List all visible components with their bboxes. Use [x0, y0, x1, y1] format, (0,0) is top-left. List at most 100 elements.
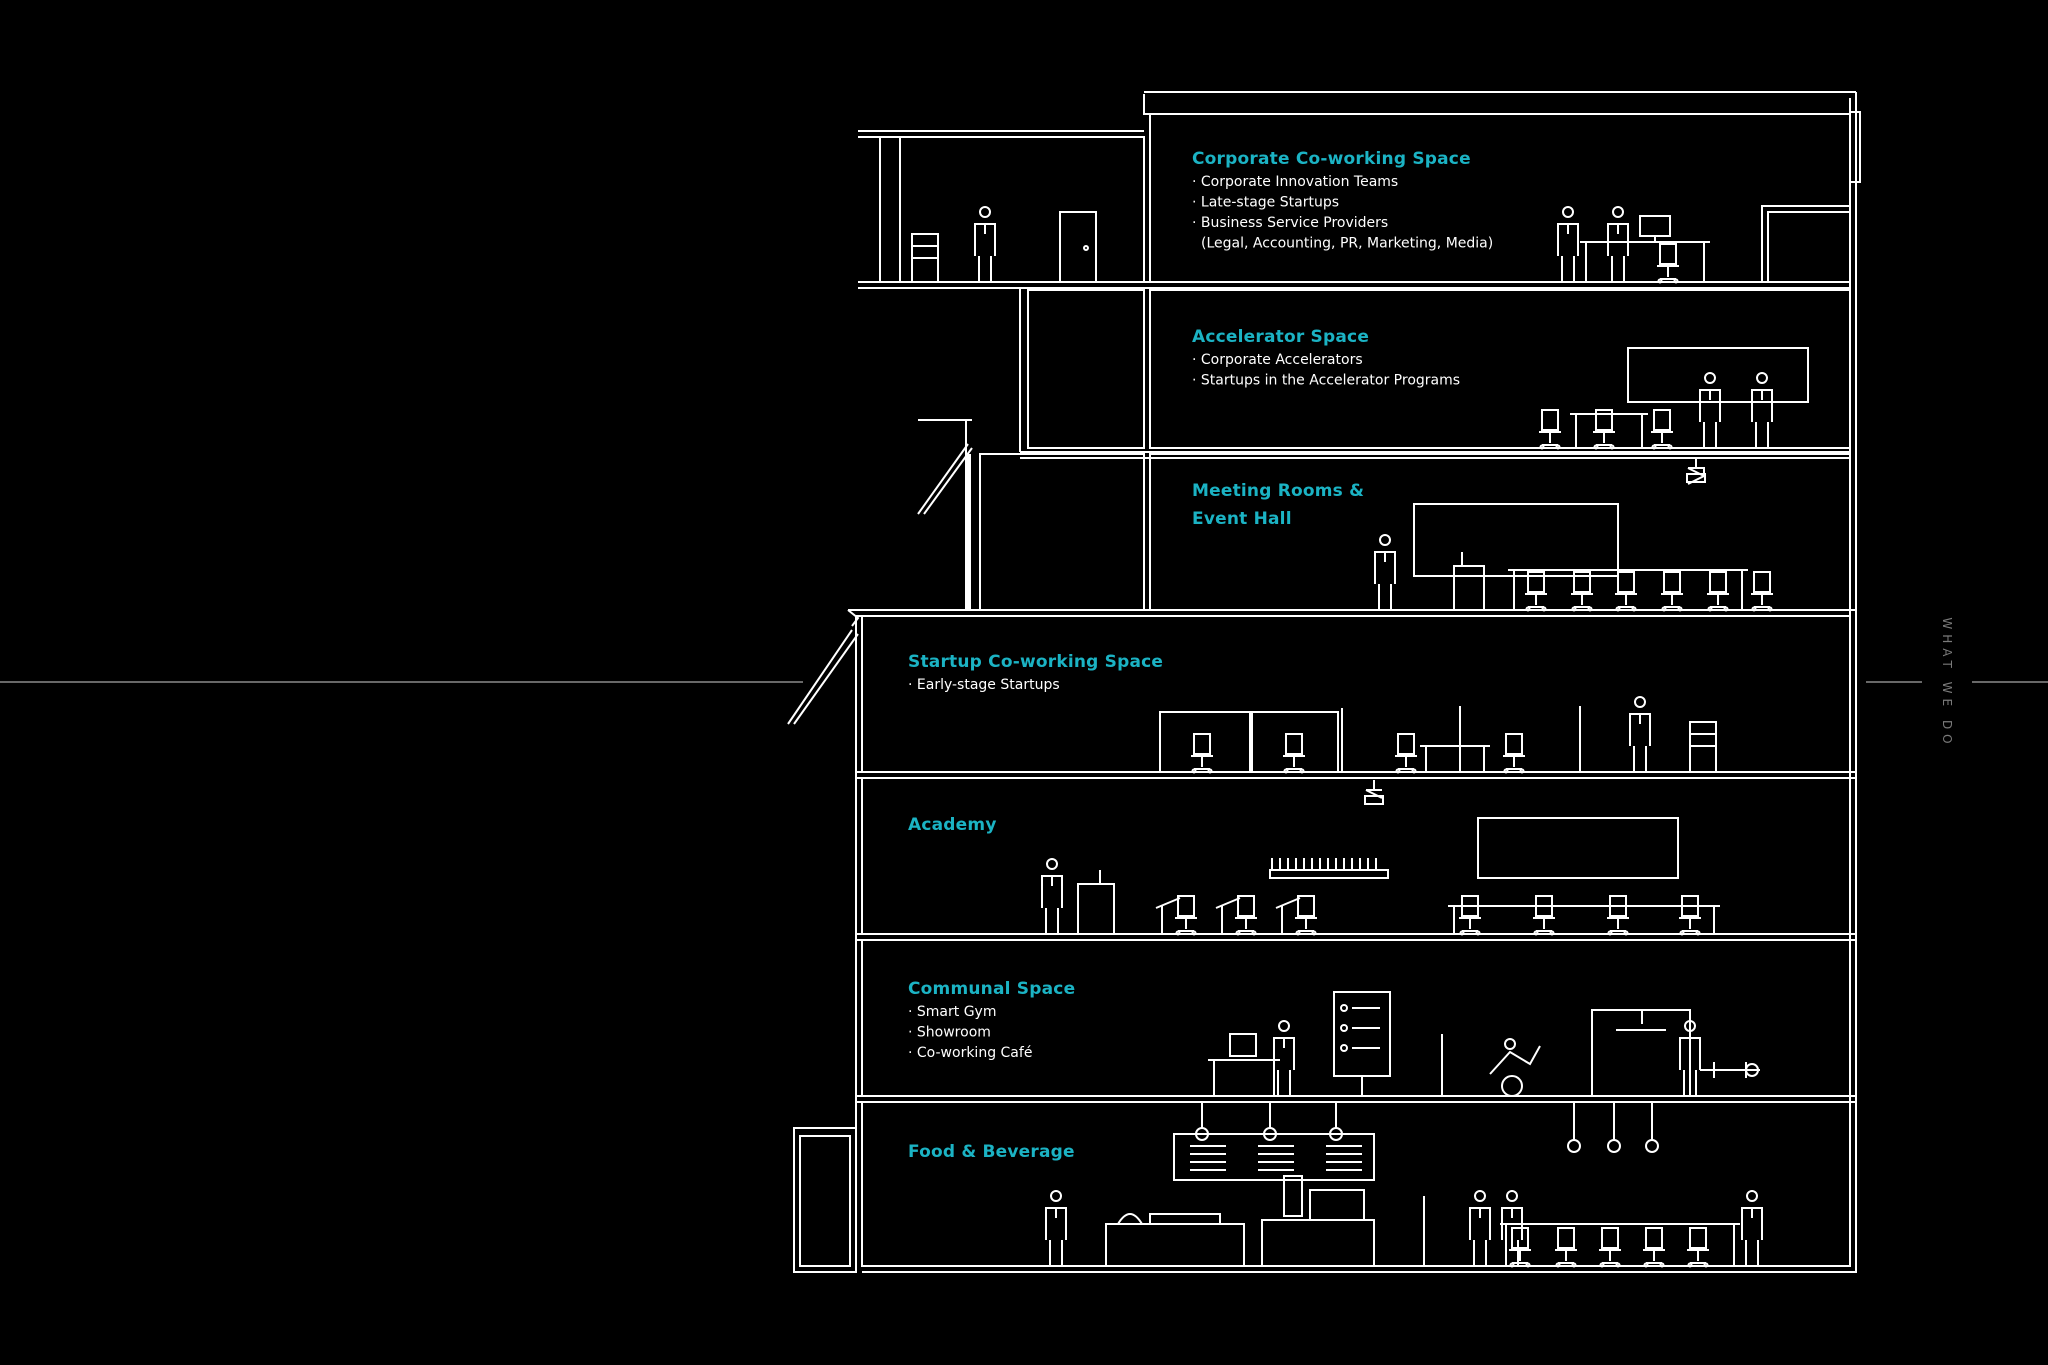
person-diner-1: [1469, 1190, 1491, 1266]
accelerator-room: [1149, 289, 1851, 449]
floor-heading-corporate: Corporate Co-working Space: [1192, 149, 1471, 169]
person-legs: [978, 256, 992, 282]
startup-chair-0: [1395, 733, 1417, 774]
person-legs: [1561, 256, 1575, 282]
chair-wheel: [1549, 930, 1555, 936]
food-room: [861, 1101, 1851, 1267]
chair-base: [1398, 756, 1414, 770]
door-knob: [1083, 245, 1089, 251]
communal-pole: [1438, 1034, 1446, 1097]
chair-wheel: [1659, 1262, 1665, 1268]
floor-item-corporate: · Corporate Innovation Teams: [1192, 174, 1398, 190]
chair-base: [1536, 918, 1552, 932]
meeting-side-room: [979, 453, 1145, 611]
chair-back: [1663, 571, 1681, 593]
chair-base: [1654, 432, 1670, 446]
chair-back: [1601, 1227, 1619, 1249]
chair-back: [1177, 895, 1195, 917]
floor-heading-accelerator: Accelerator Space: [1192, 327, 1369, 347]
meeting-chair-2: [1615, 571, 1637, 612]
chair-wheel: [1615, 606, 1621, 612]
chair-wheel: [1599, 1262, 1605, 1268]
copy-room: [879, 136, 1145, 283]
floor-item-accelerator: · Startups in the Accelerator Programs: [1192, 373, 1460, 389]
stair-bracket: [847, 609, 860, 627]
dining-chair-3: [1643, 1227, 1665, 1268]
chair-wheel: [1609, 444, 1615, 450]
chair-base: [1528, 594, 1544, 608]
chair-base: [1194, 756, 1210, 770]
chair-back: [1617, 571, 1635, 593]
startup-table: [1420, 745, 1490, 772]
startup-pole-3: [1576, 706, 1584, 773]
cubicle-frame: [1159, 711, 1251, 772]
accelerator-table: [1570, 413, 1648, 448]
stair-flight-upper: [917, 443, 973, 515]
startup-pole-1: [1338, 708, 1346, 773]
right-facade-detail: [1850, 111, 1861, 183]
meeting-chair-1: [1571, 571, 1593, 612]
chair-base: [1286, 756, 1302, 770]
communal-room: [861, 939, 1851, 1097]
student-desk-2: [1275, 897, 1301, 909]
floor-heading-meeting: Event Hall: [1192, 509, 1292, 529]
chair-wheel: [1533, 930, 1539, 936]
startup-pole-2: [1456, 706, 1464, 773]
floor-item-corporate: · Business Service Providers: [1192, 215, 1388, 231]
kiosk-bullet-1: [1340, 1024, 1348, 1032]
startup-room: [861, 615, 1851, 773]
chair-wheel: [1555, 444, 1561, 450]
dining-chair-1: [1555, 1227, 1577, 1268]
meeting-chair-0: [1525, 571, 1547, 612]
person-head: [1756, 372, 1768, 384]
chair-wheel: [1657, 278, 1663, 284]
person-corporate-2: [1607, 206, 1629, 282]
food-pole: [1420, 1196, 1428, 1267]
chair-wheel: [1299, 768, 1305, 774]
person-legs: [1277, 1070, 1291, 1096]
chair-base: [1646, 1250, 1662, 1264]
chair-base: [1754, 594, 1770, 608]
corporate-room: [1149, 113, 1851, 283]
chair-base: [1664, 594, 1680, 608]
chair-wheel: [1539, 444, 1545, 450]
person-food-server: [1045, 1190, 1067, 1266]
menu-board: [1173, 1133, 1375, 1181]
coffee-machine: [1283, 1175, 1303, 1217]
chair-wheel: [1525, 1262, 1531, 1268]
person-accelerator-2: [1751, 372, 1773, 448]
coffee-counter: [1261, 1219, 1375, 1266]
chair-wheel: [1295, 930, 1301, 936]
outer-wall-right: [862, 92, 1857, 1273]
kiosk-bullet-0: [1340, 1004, 1348, 1012]
accelerator-screen: [1627, 347, 1809, 403]
chair-base: [1512, 1250, 1528, 1264]
barbell-plate: [1745, 1063, 1759, 1077]
chair-back: [1505, 733, 1523, 755]
corporate-side-room: [1761, 205, 1850, 282]
person-head: [1746, 1190, 1758, 1202]
person-head: [1612, 206, 1624, 218]
chair-back: [1397, 733, 1415, 755]
chair-wheel: [1687, 1262, 1693, 1268]
monitor: [1639, 215, 1671, 237]
floor-item-communal: · Smart Gym: [908, 1004, 996, 1020]
chair-back: [1557, 1227, 1575, 1249]
person-legs: [1745, 1240, 1759, 1266]
person-head: [1046, 858, 1058, 870]
person-meeting-speaker: [1374, 534, 1396, 610]
academy-room: [861, 777, 1851, 935]
chair-wheel: [1541, 606, 1547, 612]
person-legs: [1703, 422, 1717, 448]
buffet-counter: [1105, 1223, 1245, 1266]
lamp-bulb: [1567, 1139, 1581, 1153]
academy-desk-row: [1448, 905, 1720, 934]
chair-wheel: [1607, 930, 1613, 936]
chair-back: [1297, 895, 1315, 917]
chair-back: [1527, 571, 1545, 593]
corporate-desk: [1580, 241, 1710, 282]
chair-wheel: [1459, 930, 1465, 936]
person-head: [1379, 534, 1391, 546]
cafe-counter: [1208, 1059, 1280, 1096]
